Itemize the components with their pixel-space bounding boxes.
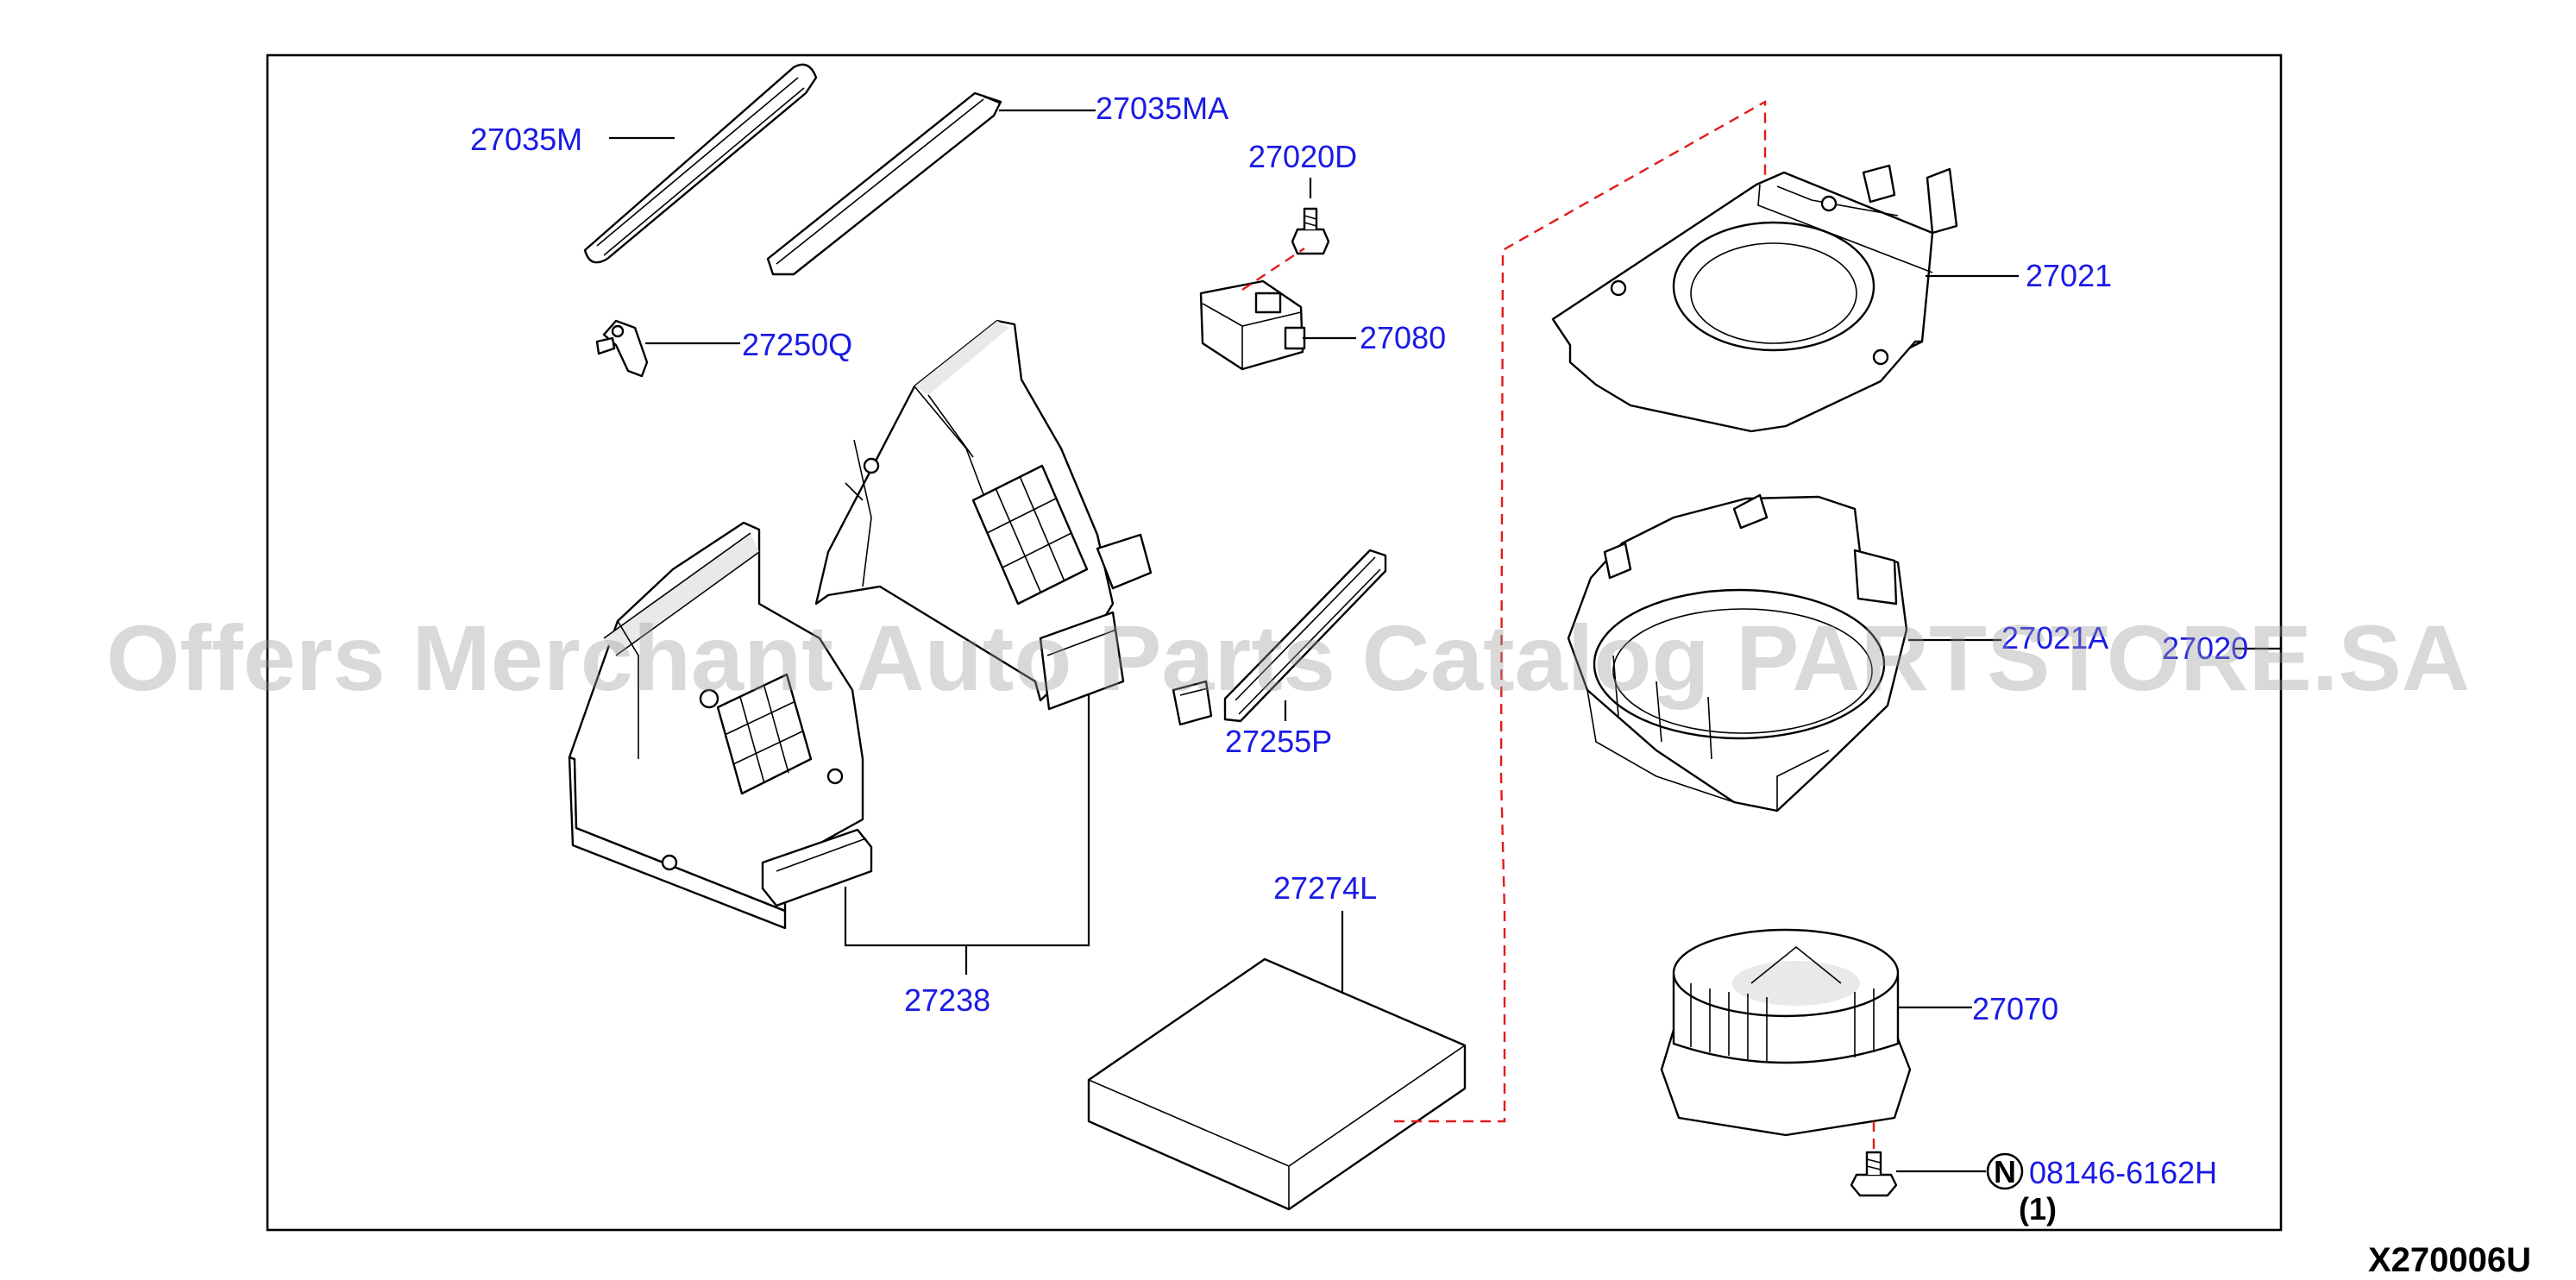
- fastener-symbol-badge: [1986, 1152, 2024, 1190]
- label-27238[interactable]: 27238: [904, 982, 990, 1018]
- part-27080-actuator: [1199, 279, 1306, 371]
- part-08146-6162H-screw: [1850, 1151, 1898, 1197]
- diagram-frame: [266, 53, 2283, 1232]
- part-27020D-screw: [1291, 207, 1330, 255]
- part-27035M-illustration: [583, 63, 818, 264]
- part-27255P-filter-door: [1172, 549, 1387, 726]
- part-27070-blower-motor: [1660, 928, 1912, 1137]
- part-27021A-lower-case: [1567, 493, 1908, 813]
- quantity-note: (1): [2019, 1191, 2057, 1227]
- watermark: Offers Merchant Auto Parts Catalog PARTS…: [106, 605, 2470, 710]
- label-27255P[interactable]: 27255P: [1225, 724, 1332, 759]
- label-27250Q[interactable]: 27250Q: [742, 327, 852, 362]
- part-27021-upper-case: [1551, 164, 1958, 433]
- part-27035MA-illustration: [766, 91, 1002, 276]
- label-27035MA[interactable]: 27035MA: [1096, 91, 1228, 126]
- diagram-code: X270006U: [2368, 1241, 2531, 1279]
- label-27021[interactable]: 27021: [2026, 258, 2112, 293]
- part-27238-lower-housing: [568, 521, 873, 930]
- label-27021A[interactable]: 27021A: [2001, 620, 2108, 656]
- label-27080[interactable]: 27080: [1360, 320, 1446, 355]
- label-27035M[interactable]: 27035M: [470, 122, 582, 157]
- part-27274L-cabin-filter: [1087, 957, 1467, 1211]
- fastener-symbol: N: [1994, 1154, 2016, 1189]
- label-27020[interactable]: 27020: [2162, 631, 2248, 666]
- label-08146-6162H[interactable]: 08146-6162H: [2029, 1155, 2217, 1190]
- part-27238-upper-housing: [814, 319, 1153, 711]
- label-27070[interactable]: 27070: [1972, 991, 2058, 1026]
- part-27250Q-clip: [595, 319, 649, 378]
- label-27274L[interactable]: 27274L: [1273, 870, 1377, 906]
- label-27020D[interactable]: 27020D: [1248, 139, 1357, 174]
